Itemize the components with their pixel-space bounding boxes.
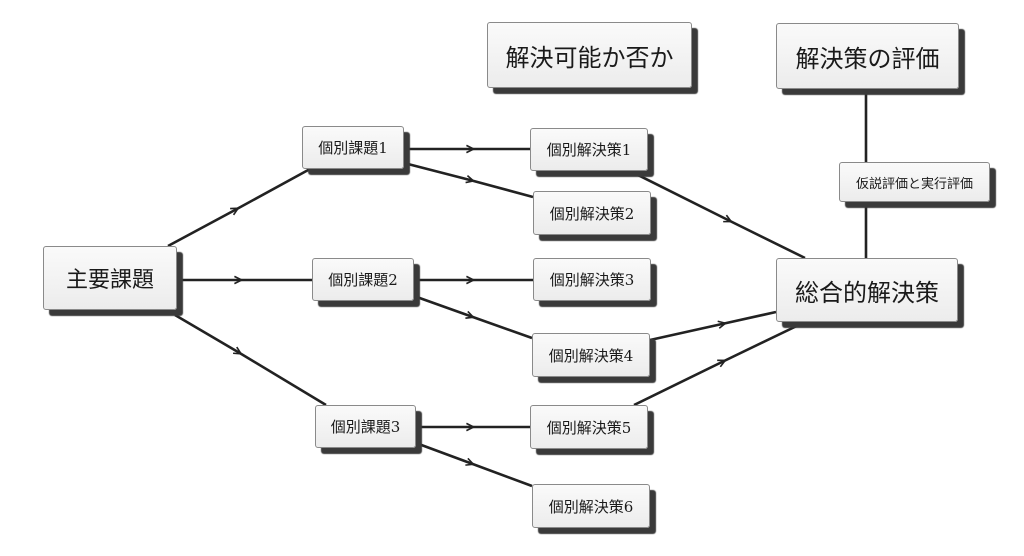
- node-main-issue: 主要課題: [43, 246, 177, 310]
- node-integrated-solution-label: 総合的解決策: [795, 278, 939, 307]
- node-issue-3: 個別課題3: [315, 405, 416, 448]
- node-feasibility: 解決可能か否か: [487, 22, 692, 88]
- node-solution-3: 個別解決策3: [533, 258, 651, 301]
- node-solution-2: 個別解決策2: [533, 191, 651, 235]
- node-solution-3-label: 個別解決策3: [549, 271, 635, 289]
- node-issue-1: 個別課題1: [302, 126, 404, 169]
- node-solution-evaluation-label: 解決策の評価: [795, 44, 940, 73]
- connector-issue-2-to-solution-4: [413, 294, 533, 340]
- node-solution-1: 個別解決策1: [530, 128, 648, 171]
- node-issue-3-label: 個別課題3: [330, 418, 401, 436]
- connector-issue-1-to-solution-2: [403, 161, 534, 199]
- node-solution-6: 個別解決策6: [532, 484, 650, 528]
- connector-main-issue-to-issue-3: [174, 313, 327, 407]
- node-solution-1-label: 個別解決策1: [546, 141, 632, 159]
- node-hypothesis-execution-evaluation: 仮説評価と実行評価: [839, 162, 990, 202]
- node-solution-6-label: 個別解決策6: [548, 497, 634, 516]
- connector-main-issue-to-issue-1: [167, 167, 311, 248]
- node-issue-2-label: 個別課題2: [328, 271, 398, 289]
- node-solution-5-label: 個別解決策5: [546, 418, 632, 437]
- connector-solution-5-to-integrated: [633, 320, 806, 407]
- connector-issue-3-to-solution-6: [415, 441, 533, 488]
- connector-solution-4-to-integrated: [649, 310, 777, 342]
- node-feasibility-label: 解決可能か否か: [505, 43, 674, 72]
- node-solution-evaluation: 解決策の評価: [776, 23, 959, 89]
- node-issue-2: 個別課題2: [312, 258, 414, 301]
- node-main-issue-label: 主要課題: [65, 268, 154, 293]
- node-issue-1-label: 個別課題1: [318, 139, 388, 157]
- node-solution-2-label: 個別解決策2: [549, 204, 635, 223]
- connector-solution-1-to-integrated: [629, 169, 806, 260]
- node-hypothesis-execution-evaluation-label: 仮説評価と実行評価: [855, 176, 973, 192]
- node-solution-4-label: 個別解決策4: [548, 346, 634, 365]
- node-solution-5: 個別解決策5: [530, 405, 648, 449]
- node-integrated-solution: 総合的解決策: [776, 258, 958, 322]
- node-solution-4: 個別解決策4: [532, 333, 650, 377]
